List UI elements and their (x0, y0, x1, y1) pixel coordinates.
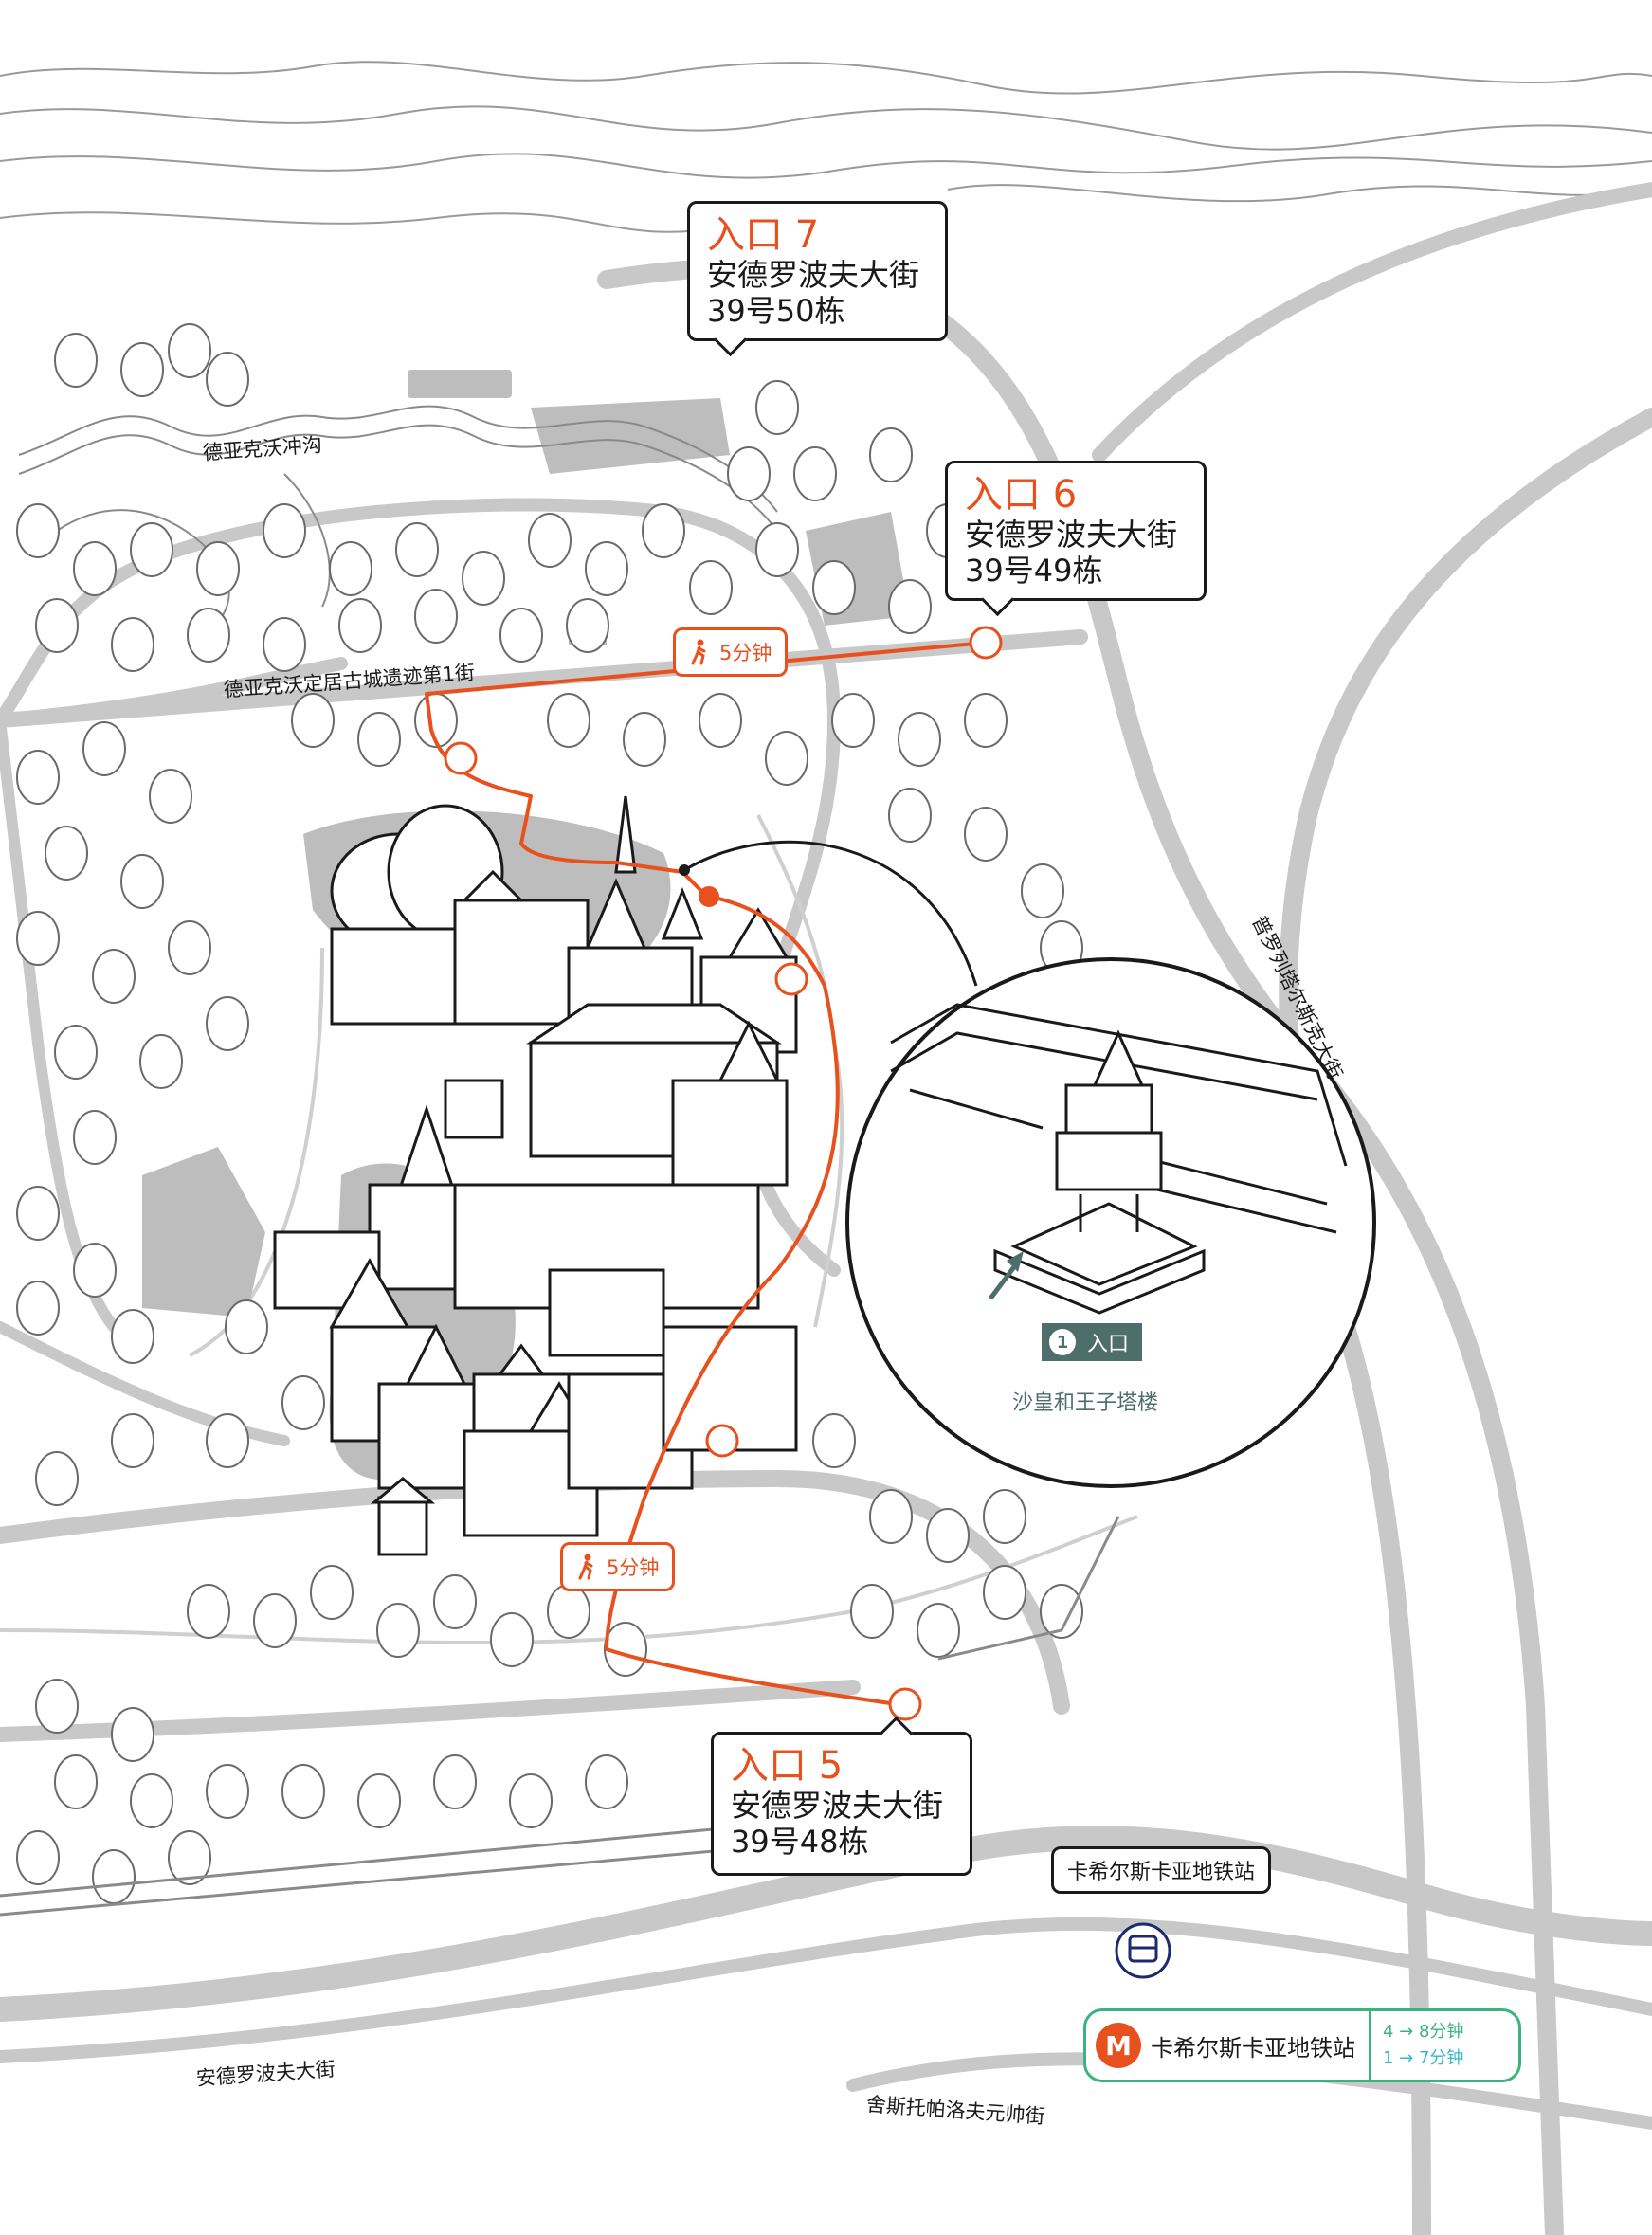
metro-route-line-1: 1 → 7分钟 (1383, 2048, 1464, 2068)
bus-stop-icon (1115, 1922, 1171, 1979)
pedestrian-icon (578, 1554, 593, 1580)
walk-time-badge-south: 5分钟 (560, 1542, 676, 1591)
entrance-7-title: 入口 7 (707, 213, 820, 257)
entrance-7-house: 39号50栋 (707, 293, 845, 329)
metro-station-callout[interactable]: 卡希尔斯卡亚地铁站 (1051, 1846, 1272, 1894)
entrance-5-callout[interactable]: 入口 5 安德罗波夫大街 39号48栋 (711, 1716, 972, 1876)
metro-station-box[interactable]: M 卡希尔斯卡亚地铁站 4 → 8分钟 1 → 7分钟 (1083, 2008, 1521, 2082)
entrance-6-house: 39号49栋 (965, 553, 1103, 589)
walk-time-text: 5分钟 (719, 642, 772, 664)
metro-route-line-4: 4 → 8分钟 (1383, 2022, 1464, 2042)
entrance-5-title: 入口 5 (731, 1744, 844, 1788)
hills (0, 61, 1652, 233)
entrance-number: 1 (1049, 1329, 1076, 1355)
inset-leader (683, 840, 978, 987)
entrance-6-street: 安德罗波夫大街 (965, 517, 1178, 553)
metro-logo-icon: M (1096, 2023, 1141, 2068)
entrance-6-title: 入口 6 (965, 473, 1078, 517)
entrance-tag-label: 入口 (1087, 1333, 1130, 1356)
inset-detail (845, 957, 1376, 1488)
route-arrows (444, 626, 1003, 1721)
inset-caption: 沙皇和王子塔楼 (1012, 1391, 1159, 1415)
metro-station-name: 卡希尔斯卡亚地铁站 (1151, 2034, 1355, 2062)
entrance-6-callout[interactable]: 入口 6 安德罗波夫大街 39号49栋 (945, 461, 1207, 617)
inset-entrance-tag: 1 入口 (1042, 1323, 1143, 1361)
walk-time-text: 5分钟 (607, 1556, 660, 1579)
tower-marker (699, 886, 719, 907)
walk-route (425, 641, 988, 1708)
palace-complex (273, 795, 798, 1556)
entrance-5-house: 39号48栋 (731, 1824, 869, 1860)
entrance-7-street: 安德罗波夫大街 (707, 257, 920, 293)
entrance-7-callout[interactable]: 入口 7 安德罗波夫大街 39号50栋 (687, 201, 948, 357)
entrance-5-street: 安德罗波夫大街 (731, 1788, 944, 1824)
pedestrian-icon (691, 639, 706, 665)
walk-time-badge-north: 5分钟 (673, 627, 789, 677)
